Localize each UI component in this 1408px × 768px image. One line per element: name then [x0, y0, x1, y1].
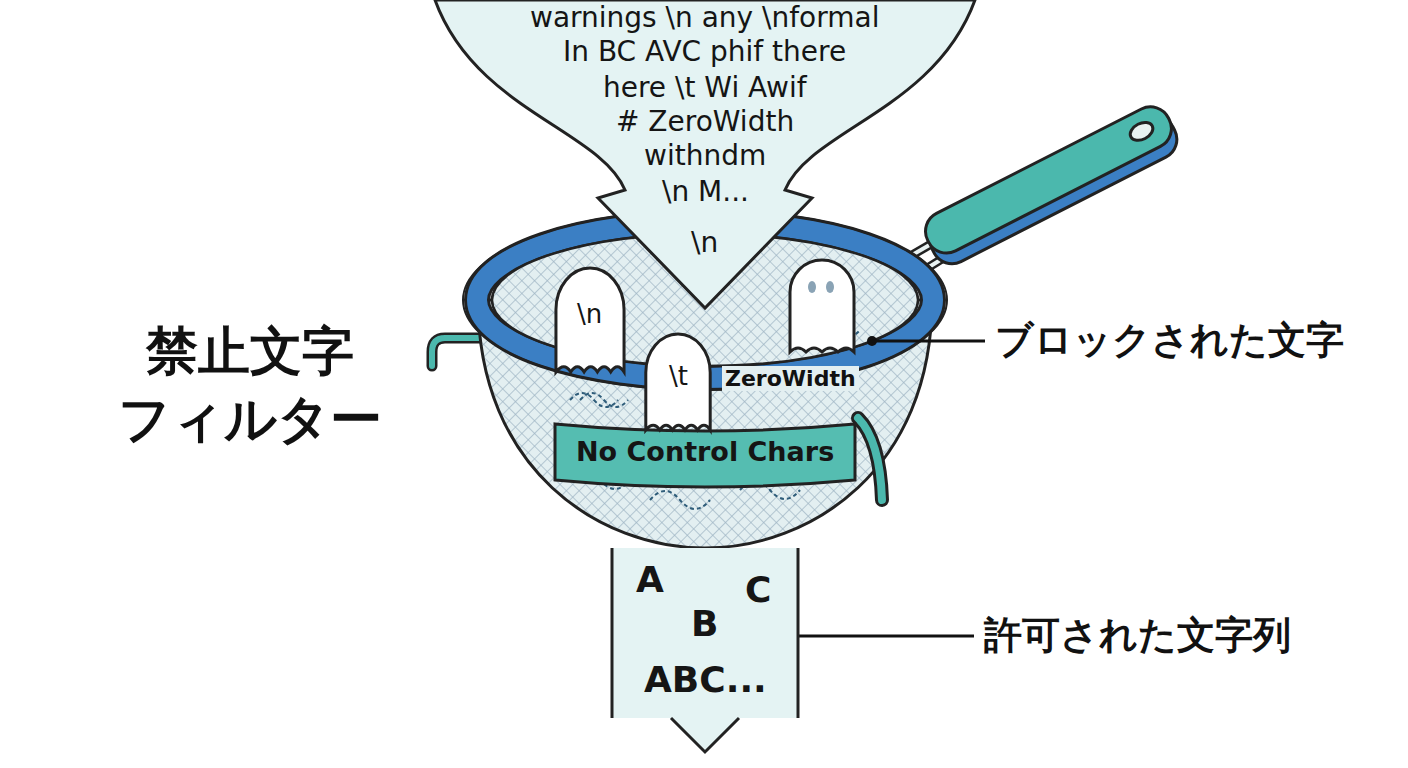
band-outline: [555, 424, 855, 487]
handle: [919, 100, 1184, 271]
allowed-char: B: [691, 604, 718, 644]
leader-line: [872, 340, 985, 343]
ghost-outline: [556, 268, 624, 372]
stream-text: In BC AVC phif there: [563, 37, 846, 68]
stream-text: warnings \n any \nformal: [530, 3, 879, 34]
leader-line: [771, 635, 974, 638]
stream-text: # ZeroWidth: [616, 107, 794, 138]
node-text: \t: [669, 362, 688, 391]
output-fill: [612, 548, 798, 752]
node-text: \n: [577, 300, 602, 329]
arrow-outline: [435, 0, 975, 308]
ghost-outline: [646, 334, 710, 430]
output-stream: A CB ABC...: [610, 548, 800, 758]
output-chevron: [671, 718, 739, 752]
stream-text: here \t Wi Awif: [603, 73, 807, 104]
output-edge: [797, 548, 800, 718]
callout-label: 許可された文字列: [984, 614, 1291, 658]
strap-outline: [858, 418, 882, 500]
allowed-char: C: [745, 570, 771, 610]
allowed-char: ABC...: [644, 660, 767, 700]
input-stream-arrow: warnings \n any \nformalIn BC AVC phif t…: [430, 0, 980, 312]
stream-text: withndm: [644, 141, 766, 172]
stream-text: \n: [691, 228, 718, 259]
allowed-char: A: [636, 560, 664, 600]
output-edge: [611, 548, 614, 718]
ghost-eye: [826, 281, 834, 293]
filter-band: No Control Chars: [555, 420, 855, 484]
ghost-eye: [808, 281, 816, 293]
blocked-ghost: \t: [643, 334, 713, 430]
hook: [432, 338, 482, 366]
stream-text: \n M...: [662, 177, 749, 208]
blocked-char-label: ZeroWidth: [722, 366, 859, 391]
strap: [858, 418, 882, 500]
callout-label: ブロックされた文字: [995, 319, 1344, 363]
diagram-title: 禁止文字 フィルター: [100, 318, 400, 453]
blocked-ghost: \n: [553, 268, 627, 372]
blank-ghost: [790, 260, 854, 352]
node-text: No Control Chars: [576, 437, 834, 467]
hook-outline: [432, 338, 482, 366]
